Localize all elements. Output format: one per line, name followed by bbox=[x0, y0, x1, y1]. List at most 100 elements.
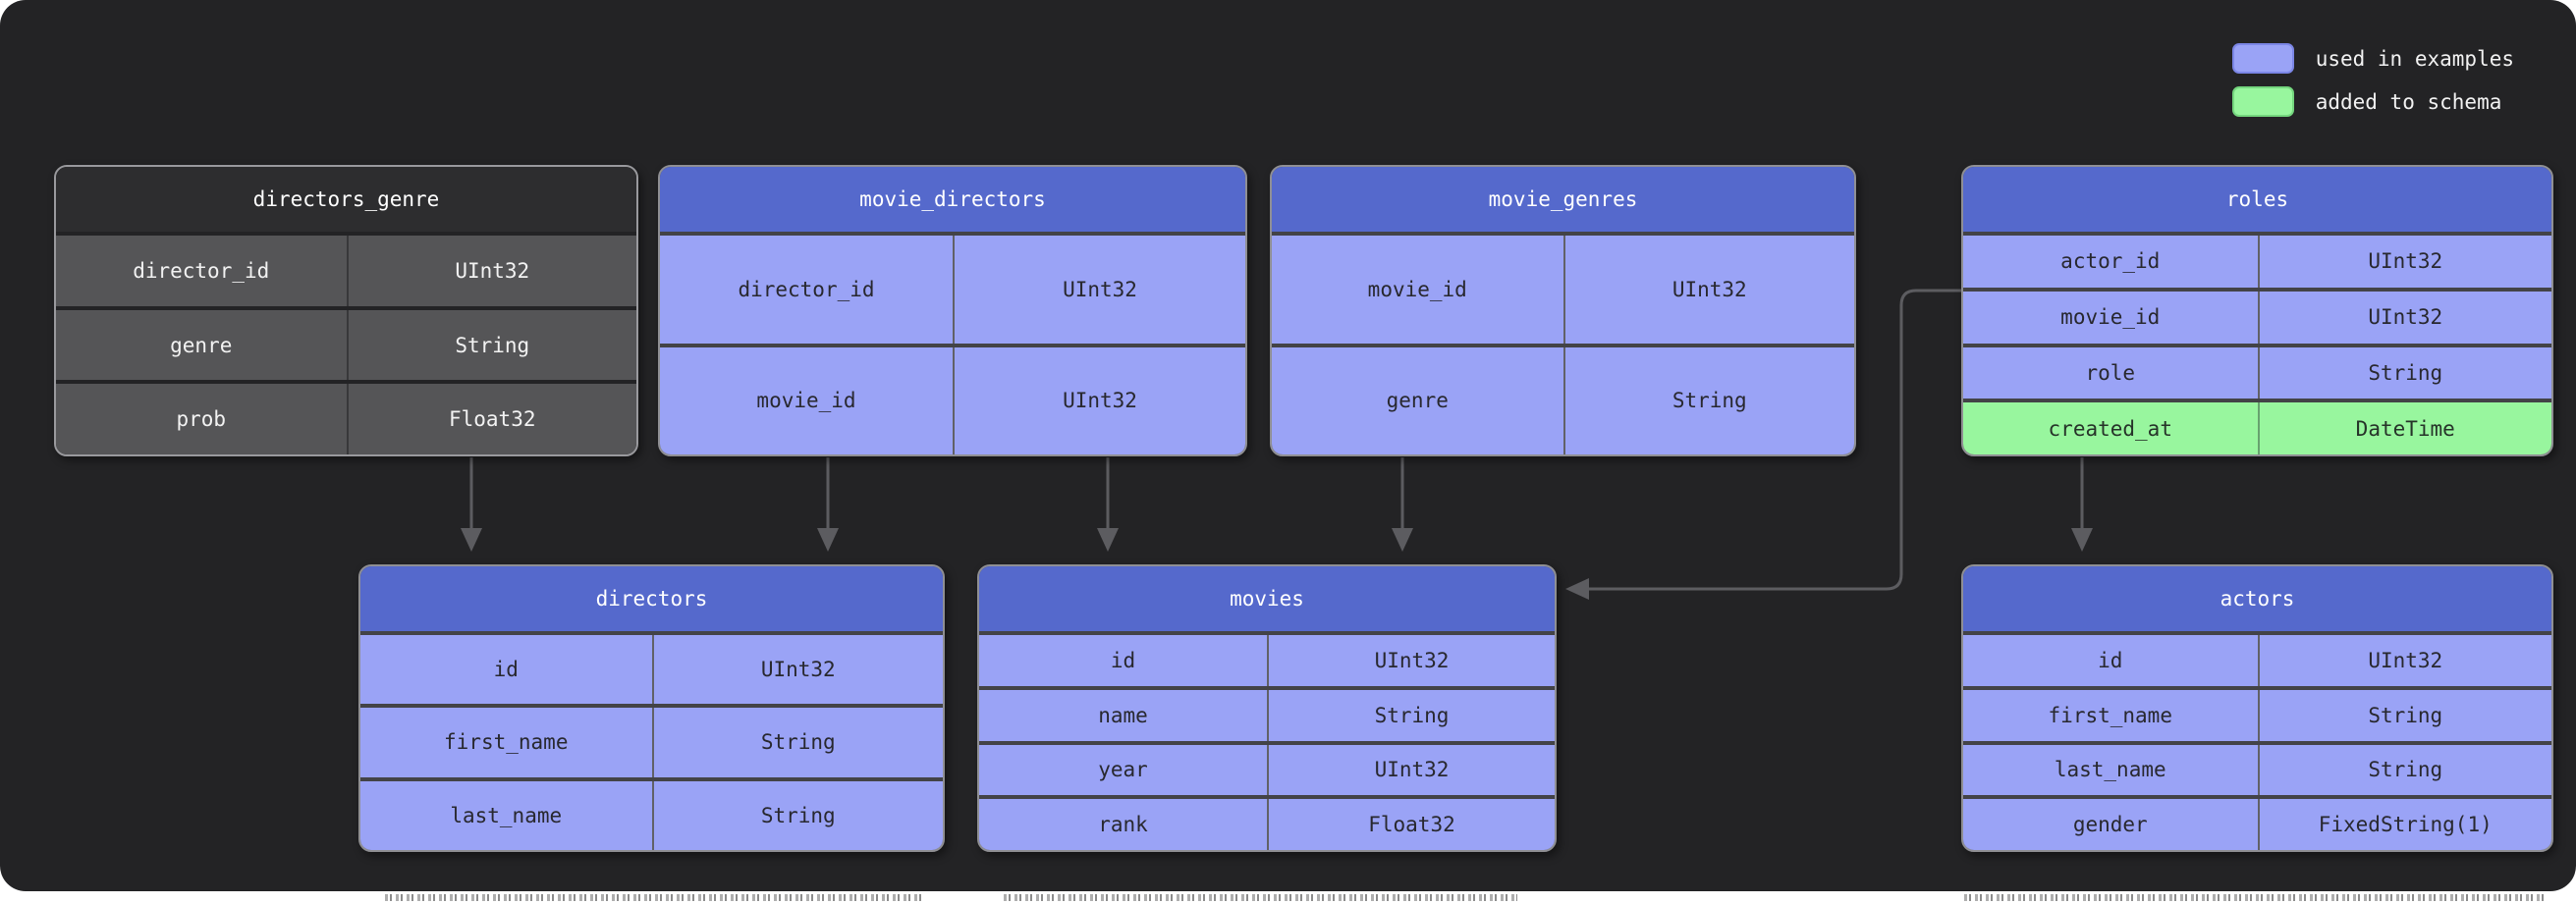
field-row-last_name: last_name String bbox=[1963, 744, 2552, 796]
page-edge-text-artifact bbox=[385, 894, 923, 901]
field-name: rank bbox=[1098, 813, 1148, 837]
field-type: UInt32 bbox=[2257, 291, 2552, 344]
field-row-movie_id: movie_id UInt32 bbox=[660, 346, 1245, 454]
table-title: roles bbox=[1963, 167, 2551, 232]
field-name: director_id bbox=[738, 277, 875, 301]
page-edge-text-artifact bbox=[1964, 894, 2544, 901]
field-type: UInt32 bbox=[1267, 635, 1555, 686]
field-name: first_name bbox=[2048, 703, 2172, 727]
field-type: UInt32 bbox=[2257, 635, 2552, 686]
field-name: movie_id bbox=[2060, 305, 2161, 330]
table-title: movie_directors bbox=[660, 167, 1245, 232]
table-body: movie_id UInt32 genre String bbox=[1272, 236, 1854, 454]
field-row-movie_id: movie_id UInt32 bbox=[1272, 236, 1854, 344]
arrowhead-icon bbox=[817, 528, 839, 552]
field-type: Float32 bbox=[346, 384, 637, 454]
field-name: gender bbox=[2072, 813, 2148, 837]
legend-swatch-added-to-schema bbox=[2231, 86, 2294, 117]
field-name: movie_id bbox=[756, 389, 856, 413]
arrowhead-icon bbox=[1565, 578, 1589, 600]
field-type: String bbox=[2257, 689, 2552, 741]
connector-movie_directors.movie_id-to-movies bbox=[1097, 457, 1119, 552]
arrowhead-icon bbox=[1392, 528, 1413, 552]
field-row-genre: genre String bbox=[1272, 346, 1855, 454]
field-row-year: year UInt32 bbox=[979, 744, 1555, 796]
field-row-last_name: last_name String bbox=[360, 780, 944, 850]
field-name: genre bbox=[1386, 389, 1449, 413]
field-type: String bbox=[1267, 689, 1555, 741]
field-name: role bbox=[2085, 360, 2136, 385]
legend: used in examples added to schema bbox=[2231, 43, 2514, 117]
field-type: UInt32 bbox=[953, 346, 1245, 454]
table-title: directors bbox=[360, 566, 943, 631]
field-name: first_name bbox=[444, 730, 569, 755]
field-type: String bbox=[346, 309, 637, 381]
legend-item-added-to-schema: added to schema bbox=[2231, 86, 2514, 117]
connector-movie_directors.director_id-to-directors bbox=[817, 457, 839, 552]
field-type: String bbox=[651, 708, 944, 777]
field-name: movie_id bbox=[1367, 277, 1467, 301]
field-row-prob: prob Float32 bbox=[56, 384, 636, 454]
table-movie_genres: movie_genres movie_id UInt32 genre String bbox=[1270, 165, 1856, 456]
table-title: directors_genre bbox=[56, 167, 636, 232]
table-title: actors bbox=[1963, 566, 2551, 631]
field-name: actor_id bbox=[2060, 249, 2161, 274]
legend-label: used in examples bbox=[2315, 46, 2514, 71]
field-name: id bbox=[2098, 648, 2123, 672]
field-type: UInt32 bbox=[2257, 236, 2552, 288]
table-title: movies bbox=[979, 566, 1555, 631]
field-name: created_at bbox=[2048, 416, 2172, 441]
connector-directors_genre-to-directors bbox=[461, 457, 482, 552]
field-name: id bbox=[1110, 648, 1136, 672]
arrowhead-icon bbox=[461, 528, 482, 552]
field-row-first_name: first_name String bbox=[360, 708, 944, 777]
field-name: id bbox=[493, 658, 519, 682]
field-type: String bbox=[2257, 346, 2552, 399]
arrowhead-icon bbox=[1097, 528, 1119, 552]
field-type: DateTime bbox=[2257, 402, 2552, 454]
field-row-id: id UInt32 bbox=[360, 635, 944, 705]
legend-swatch-used-in-examples bbox=[2231, 43, 2294, 74]
field-row-id: id UInt32 bbox=[979, 635, 1555, 686]
field-name: name bbox=[1098, 703, 1148, 727]
field-type: UInt32 bbox=[953, 236, 1245, 344]
field-type: FixedString(1) bbox=[2257, 799, 2552, 850]
field-row-id: id UInt32 bbox=[1963, 635, 2551, 686]
field-type: UInt32 bbox=[346, 236, 637, 306]
field-type: UInt32 bbox=[1267, 744, 1555, 796]
field-type: String bbox=[1562, 346, 1855, 454]
field-name: prob bbox=[176, 407, 227, 432]
legend-label: added to schema bbox=[2315, 89, 2502, 114]
arrowhead-icon bbox=[2071, 528, 2093, 552]
field-row-gender: gender FixedString(1) bbox=[1963, 799, 2551, 850]
field-type: UInt32 bbox=[651, 635, 944, 705]
field-row-first_name: first_name String bbox=[1963, 689, 2552, 741]
field-type: String bbox=[651, 780, 944, 850]
field-row-name: name String bbox=[979, 689, 1555, 741]
field-row-director_id: director_id UInt32 bbox=[660, 236, 1245, 344]
field-name: last_name bbox=[450, 803, 563, 827]
legend-item-used-in-examples: used in examples bbox=[2231, 43, 2514, 74]
field-type: String bbox=[2257, 744, 2552, 796]
field-type: UInt32 bbox=[1562, 236, 1855, 344]
field-name: last_name bbox=[2054, 758, 2166, 782]
field-name: genre bbox=[170, 333, 233, 357]
table-title: movie_genres bbox=[1272, 167, 1854, 232]
connector-movie_genres.movie_id-to-movies bbox=[1392, 457, 1413, 552]
field-name: year bbox=[1098, 758, 1148, 782]
